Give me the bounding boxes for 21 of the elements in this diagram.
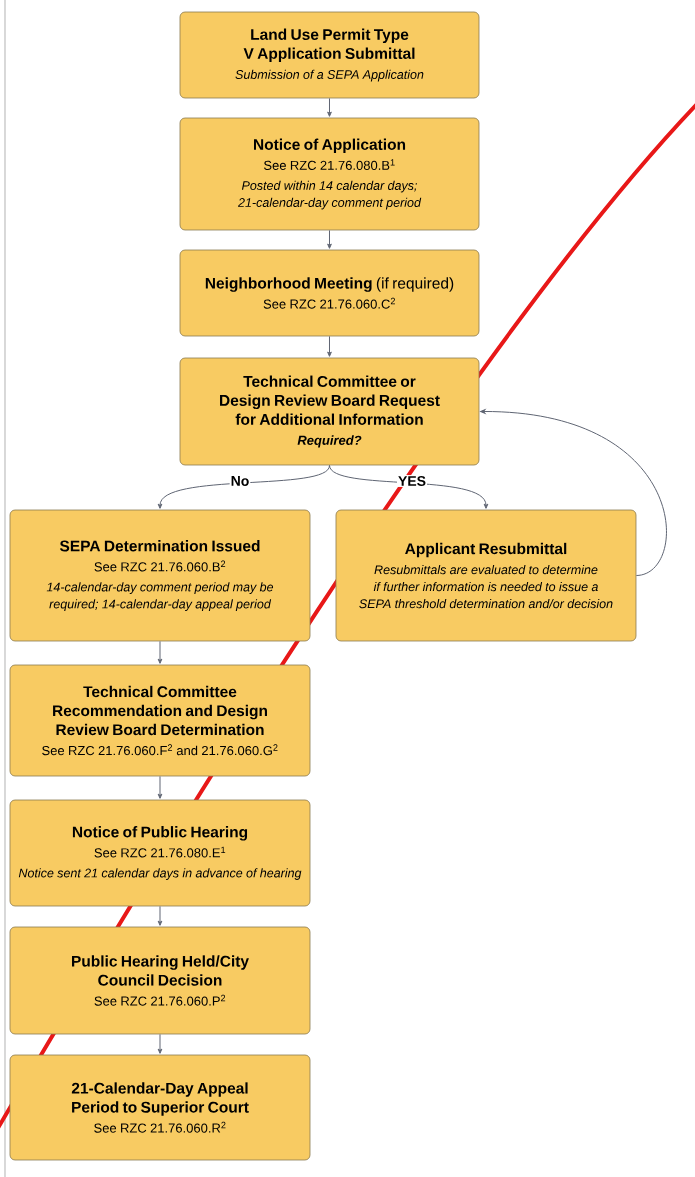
arrow [480,409,667,576]
process-box: 21-Calendar-Day Appeal Period to Superior Court See RZC 21.76.060.R$^{2}$ [9,1054,311,1161]
process-box: Notice of Application See RZC 21.76.080.B$^{1}$ Posted within 14 calendar days; 21-calendar-day comment period [179,117,480,231]
arrow [327,97,332,117]
arrow [327,335,332,357]
process-box: Technical Committee or Design Review Board Request for Additional Information Required? [179,357,480,466]
process-box: Notice of Public Hearing See RZC 21.76.080.E$^{1}$ Notice sent 21 calendar days in advance of hearing [9,799,311,907]
arrow [157,775,163,799]
process-box: Neighborhood Meeting (if required) See RZC 21.76.060.C$^{2}$ [179,249,480,337]
process-box: Applicant Resubmittal Resubmittals are evaluated to determine if further information is needed to issue a SEPA threshold determination and/or decision [335,509,637,642]
arrow [157,640,163,664]
arrow [157,1033,163,1054]
process-box: Public Hearing Held/City Council Decision See RZC 21.76.060.P$^{2}$ [9,926,311,1035]
arrow [157,905,163,926]
process-box: Technical Committee Recommendation and Design Review Board Determination See RZC 21.76.060.F$^{2}$ and 21.76.060.G$^{2}$ [9,664,311,777]
edge-label: YES [398,476,426,486]
process-box: Land Use Permit Type V Application Submittal Submission of a SEPA Application [179,11,480,99]
arrow [157,464,330,509]
arrow [327,229,332,249]
edge-label: No [231,476,249,486]
process-box: SEPA Determination Issued See RZC 21.76.060.B$^{2}$ 14-calendar-day comment period may be required; 14-calendar-day appeal period [9,509,311,642]
